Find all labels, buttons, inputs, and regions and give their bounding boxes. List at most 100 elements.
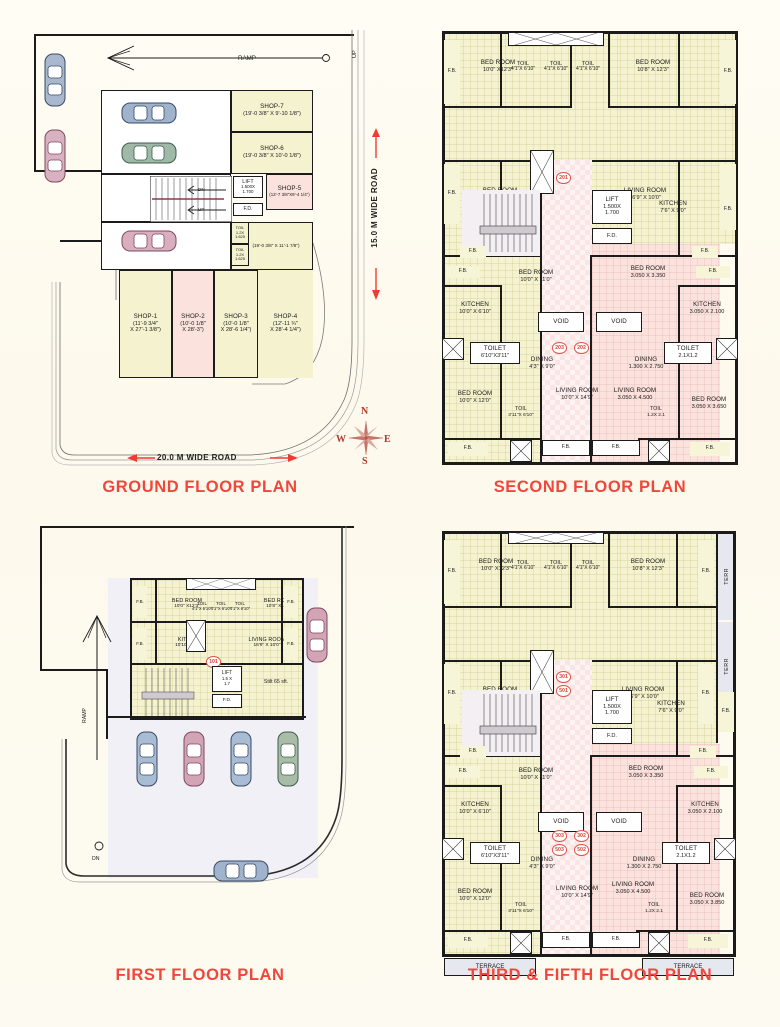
second-fb-bot-l: F.B. [542,440,590,456]
first-lift-dim1: 1.5 X [221,675,233,681]
third-fifth-floor-plan: TERR TERR BED ROOM 10'0" X12'3" TOIL 4'1… [400,508,780,1027]
second-fb-l2: F.B. [460,246,486,258]
second-wall-h10 [638,438,738,441]
tf-lift-label: LIFT [605,696,619,704]
tf-living-r-dim: 3.050 X 4.500 [615,889,651,896]
second-fb-r3: F.B. [696,266,730,278]
tf-bedroom-bl: BED ROOM 10'0" X 12'0" [444,882,506,910]
second-bedroom-tr-dim: 10'8" X 12'3" [637,67,669,74]
tf-wall-v6 [608,531,611,606]
ground-floor-plan: RAMP UP SHOP-7 (19'-0 3/8" X 9'-10 1/8")… [0,0,400,508]
tf-wall-v9 [500,785,503,845]
first-fb-2: F.B. [287,598,295,604]
second-fd-label: F.D. [607,232,617,239]
first-fb-1: F.B. [136,598,144,604]
second-fb-ml: F.B. [444,164,460,224]
first-living-dim: 16'9" X 10'0" [253,643,281,649]
tf-fb-1: F.B. [447,568,457,575]
second-bedroom-bl-name: BED ROOM [457,390,493,398]
tf-toilet-l-dim: 6'10"X3'11" [480,853,510,860]
second-fb-tr: F.B. [720,40,736,104]
first-fb-r2: F.B. [284,628,298,660]
first-floor-plan: RAMP DN BED ROOM 10'0" X12'3" TOIL 4'1"X… [0,508,400,1027]
tf-lift-dim1: 1.500X [603,704,621,711]
first-dn-marker [94,841,104,851]
toil-ground-1: TOIL 1.2X 1.625 [231,222,249,244]
tf-wall-left [442,531,445,957]
second-floor-title: SECOND FLOOR PLAN [493,478,687,496]
tf-dining-right: DINING 1.300 X 2.750 [610,852,678,876]
tf-lobby-hatch [540,660,592,956]
toil-g2-label: TOIL [235,247,245,253]
first-duct-mid [186,620,206,652]
tf-dining-r-name: DINING [632,856,656,864]
ramp-arrow [106,45,330,71]
unit-badge-201: 201 [556,172,571,184]
tf-fb-4: F.B. [701,690,711,697]
shop-4-name: SHOP-4 [273,313,298,321]
tf-fb-r2: F.B. [690,746,716,758]
tf-terr-label-1: TERR [723,567,730,585]
shop-3-name: SHOP-3 [224,313,248,321]
tf-living-top: LIVING ROOM 16'9" X 10'0" [598,674,688,714]
plot-boundary-top [34,34,354,37]
tf-terrace-left-label: TERRACE [475,963,505,970]
second-floor-plan: BED ROOM 10'0" X12'3" TOIL 4'1"X 6'10" T… [400,0,780,508]
tf-fb-2: F.B. [701,568,711,575]
tf-bedroom-r2-name: BED ROOM [628,765,664,773]
second-dining-l-dim: 4'3" X 9'0" [529,364,555,371]
shop-3: SHOP-3 (10'-0 1/8" X 28'-6 1/4") [214,270,258,378]
tf-fb-bot-l: F.B. [542,932,590,948]
ramp-label: RAMP [238,55,256,62]
second-toil-bl-name: TOIL [515,406,527,413]
stair-dn-label: DN [198,187,205,192]
shop-2-name: SHOP-2 [181,313,205,321]
toil-g2-dim2: 1.625 [234,256,245,262]
unit-badge-301: 301 [556,671,571,683]
tf-bedroom-br-name: BED ROOM [689,892,725,900]
second-toil-1-dim: 4'1"X 6'10" [510,66,536,73]
tf-toilet-r-dim: 2.1X1.2 [676,853,696,860]
first-stilt-area: Stilt 65 sft. [244,672,308,694]
first-flat-v3 [281,578,283,664]
plot-boundary-bottom-left [60,240,116,242]
second-fire-door: F.D. [592,228,632,244]
tf-wall-v11 [500,845,503,930]
shop-1-dim1: (11'-9 3/4" [132,321,159,328]
lift-ground: LIFT 1.500X 1.700 [233,176,263,198]
tf-kitchen-rt-name: KITCHEN [657,700,685,708]
third-fifth-floor-title: THIRD & FIFTH FLOOR PLAN [467,966,713,984]
first-fb-l1: F.B. [133,586,147,618]
tf-bedroom-l2: BED ROOM 10'0" X 11'0" [500,760,572,790]
tf-terr-label-2: TERR [723,657,730,675]
tf-void-left: VOID [538,812,584,832]
tf-kitchen-r-name: KITCHEN [691,801,719,809]
shop-2-dim1: (10'-0 1/8" [180,321,206,328]
second-kitchen-l-name: KITCHEN [461,301,489,309]
shop-5-dim: (13'-7 3/8"X9'-4 1/4") [269,192,310,197]
tf-wall-h3 [442,660,540,663]
tf-dining-left: DINING 4'3" X 9'0" [518,852,566,876]
tf-toil-2-name: TOIL [549,560,563,567]
second-staircase [462,190,540,256]
second-fb-mr2: F.B. [720,190,736,230]
first-car-p4 [277,731,299,787]
duct-cross-icon [514,33,598,45]
fb-label-5: F.B. [723,206,733,213]
second-kitchen-left: KITCHEN 10'0" X 6'10" [446,296,504,322]
compass-w: W [336,434,346,445]
tf-bedroom-tr-name: BED ROOM [630,558,666,566]
second-kitchen-right-top: KITCHEN 7'6" X 9'0" [638,192,708,224]
second-lift-dim2: 1.700 [605,210,619,217]
tf-living-l-dim: 10'0" X 14'9" [561,893,593,900]
tf-kitchen-left: KITCHEN 10'0" X 6'10" [446,796,504,822]
second-kitchen-r-name: KITCHEN [693,301,721,309]
fd-ground-label: F.D. [243,205,253,212]
tf-wall-v8 [590,755,593,957]
first-stilt-label: Stilt 65 sft. [263,679,289,686]
tf-living-r-name: LIVING ROOM [611,881,655,889]
tf-wall-h8 [676,785,736,788]
tf-terr-1: TERR [718,532,736,620]
second-bedroom-br-name: BED ROOM [691,396,727,404]
second-toil-br-name: TOIL [650,406,662,413]
